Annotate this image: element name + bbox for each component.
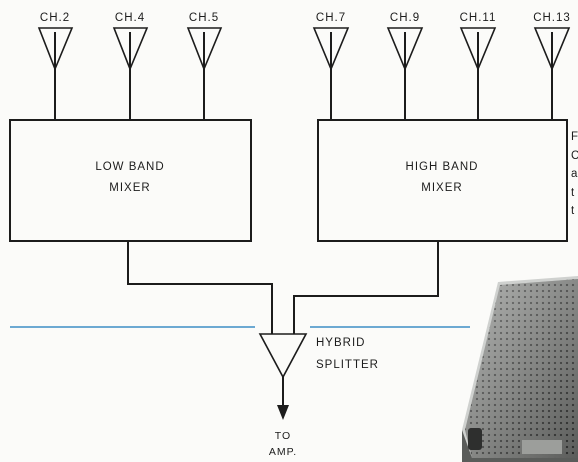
connector-icon — [468, 428, 482, 450]
antenna-ch7-icon — [314, 28, 348, 120]
high-band-mixer: HIGH BAND MIXER — [318, 120, 567, 241]
cropped-caption-line4: t — [571, 187, 575, 199]
low-band-mixer-label-line2: MIXER — [109, 182, 150, 194]
antenna-ch13-icon — [535, 28, 569, 120]
output-label-line1: TO — [275, 430, 291, 442]
cropped-caption-line2: C — [571, 150, 578, 162]
splitter-label-line2: SPLITTER — [316, 359, 379, 371]
cropped-caption-line1: F — [571, 131, 578, 143]
antenna-ch9-icon — [388, 28, 422, 120]
low-band-mixer-label-line1: LOW BAND — [95, 161, 164, 173]
channel-label-ch7: CH.7 — [316, 12, 346, 24]
antenna-ch4-icon — [114, 28, 147, 120]
antenna-ch5-icon — [188, 28, 221, 120]
antenna-ch11-icon — [461, 28, 495, 120]
low-band-output-wire — [128, 241, 272, 334]
channel-label-ch11: CH.11 — [460, 12, 497, 24]
splitter-label-line1: HYBRID — [316, 337, 365, 349]
cropped-caption: F C a t t — [571, 131, 578, 217]
high-band-output-wire — [294, 241, 438, 334]
high-band-mixer-label-line2: MIXER — [421, 182, 462, 194]
cropped-caption-line5: t — [571, 205, 575, 217]
cropped-caption-line3: a — [571, 168, 578, 180]
output-label-line2: AMP. — [269, 446, 297, 458]
low-band-mixer: LOW BAND MIXER — [10, 120, 251, 241]
channel-label-ch13: CH.13 — [533, 12, 571, 24]
channel-label-ch5: CH.5 — [189, 12, 219, 24]
channel-label-ch4: CH.4 — [115, 12, 145, 24]
channel-label-ch2: CH.2 — [40, 12, 70, 24]
hybrid-splitter-icon — [260, 334, 306, 420]
high-band-mixer-label-line1: HIGH BAND — [406, 161, 479, 173]
antenna-ch2-icon — [39, 28, 72, 120]
chassis-photo — [462, 276, 578, 462]
channel-label-ch9: CH.9 — [390, 12, 420, 24]
output-arrow-icon — [277, 405, 289, 420]
